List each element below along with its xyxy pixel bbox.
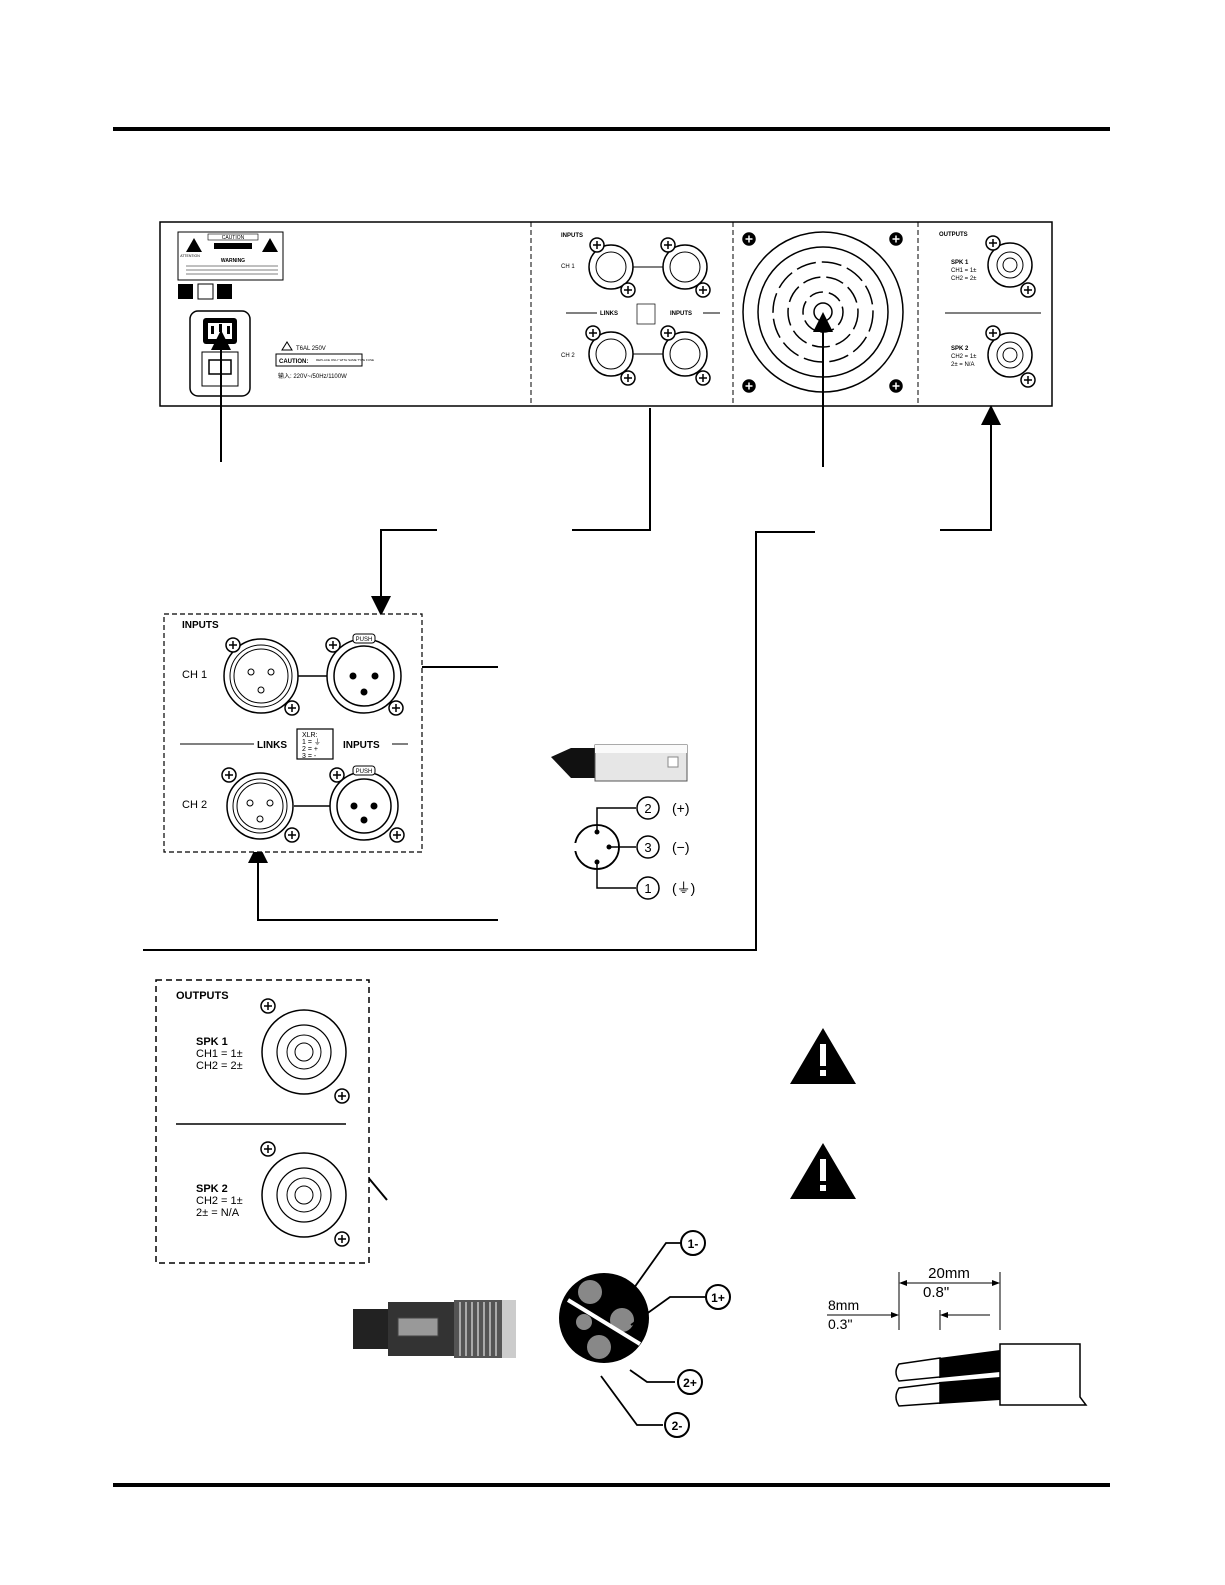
spk2-line1: CH2 = 1± <box>196 1195 243 1207</box>
outputs-heading: OUTPUTS <box>176 990 229 1002</box>
small-ch2-label: CH 2 <box>561 353 575 359</box>
speakon-pin-2-minus: 2- <box>672 1419 683 1433</box>
ch1-input-connector: PUSH <box>325 633 404 716</box>
attention-text: ATTENTION <box>180 254 200 258</box>
warning-label: CAUTION WARNING ATTENTION <box>177 231 284 281</box>
small-spk2-l2: 2± = N/A <box>951 362 974 368</box>
xlr-legend-pin2: 2 = + <box>302 746 318 753</box>
strip-length-mm: 20mm <box>928 1265 970 1282</box>
strip-length-in: 0.8" <box>923 1284 949 1301</box>
small-outputs-label: OUTPUTS <box>939 232 968 238</box>
spk2-line2: 2± = N/A <box>196 1207 240 1219</box>
xlr-legend-pin1: 1 = ⏚ <box>302 738 321 746</box>
spk2-label: SPK 2 <box>196 1183 228 1195</box>
xlr-pin-1-number: 1 <box>644 881 651 896</box>
inputs-detail: INPUTS CH 1 CH 2 PUSH LINKS <box>163 613 423 853</box>
small-links-label: LINKS <box>600 311 618 317</box>
ch2-label: CH 2 <box>182 799 207 811</box>
top-rule <box>113 127 1110 131</box>
power-rating: 输入: 220V~/50Hz/1100W <box>278 372 347 380</box>
inputs2-label: INPUTS <box>343 740 380 751</box>
small-input-panel: INPUTS CH 1 CH 2 LINKS INPUTS <box>561 233 720 386</box>
xlr-pin-2-number: 2 <box>644 801 651 816</box>
warning-label-text: WARNING <box>221 258 245 264</box>
warning-icon <box>790 1028 856 1084</box>
fuse-caution-text: CAUTION: <box>279 359 308 365</box>
speakon-pinout-diagram: 1- 1+ 2+ 2- <box>559 1230 731 1438</box>
inputs-heading: INPUTS <box>182 620 219 631</box>
outputs-detail: OUTPUTS SPK 1 CH1 = 1± CH2 = 2± SPK 2 CH… <box>155 979 370 1264</box>
links-label: LINKS <box>257 740 287 751</box>
speakon-plug-illustration <box>353 1300 516 1358</box>
ch2-link-connector <box>221 767 300 843</box>
small-inputs-label: INPUTS <box>561 233 583 239</box>
xlr-pin-3-number: 3 <box>644 840 651 855</box>
small-output-panel: OUTPUTS SPK 1 CH1 = 1± CH2 = 2± SPK 2 CH… <box>939 232 1041 388</box>
xlr-pinout-diagram: 2 3 1 (+) (−) (⏚) <box>573 796 695 900</box>
spk1-connector <box>260 998 350 1104</box>
ch1-link-connector <box>223 637 300 716</box>
xlr-legend-pin3: 3 = - <box>302 753 317 760</box>
small-spk1-l1: CH1 = 1± <box>951 268 977 274</box>
leader-lines <box>143 312 1001 1201</box>
ch2-input-connector: PUSH <box>329 765 405 843</box>
xlr-legend-title: XLR: <box>302 732 318 739</box>
speakon-pin-1-minus: 1- <box>688 1237 699 1251</box>
fuse-text: REPLACE ONLY WITH SAME TYPE FUSE <box>316 358 374 362</box>
xlr-pin-2-label: (+) <box>672 800 690 816</box>
small-ch1-label: CH 1 <box>561 264 575 270</box>
wire-strip-diagram: 20mm 0.8" 8mm 0.3" <box>827 1265 1088 1407</box>
ch1-push-label: PUSH <box>356 637 373 643</box>
ch2-push-label: PUSH <box>356 769 373 775</box>
caution-label-text: CAUTION <box>222 235 245 241</box>
small-spk2-label: SPK 2 <box>951 346 969 352</box>
xlr-legend-box: XLR: 1 = ⏚ 2 = + 3 = - <box>296 728 334 760</box>
ch1-label: CH 1 <box>182 669 207 681</box>
fuse-rating: T6AL 250V <box>296 346 326 352</box>
xlr-pin-3-label: (−) <box>672 839 690 855</box>
xlr-plug-illustration <box>551 744 688 782</box>
small-spk2-l1: CH2 = 1± <box>951 354 977 360</box>
core-length-mm: 8mm <box>828 1297 859 1313</box>
xlr-pin-1-label: (⏚) <box>672 880 695 896</box>
spk1-label: SPK 1 <box>196 1036 228 1048</box>
bottom-rule <box>113 1483 1110 1487</box>
rear-panel: CAUTION WARNING ATTENTION T6 <box>159 221 1053 407</box>
fuse-label: T6AL 250V CAUTION: REPLACE ONLY WITH SAM… <box>275 341 374 380</box>
small-spk1-l2: CH2 = 2± <box>951 276 977 282</box>
speakon-pin-1-plus: 1+ <box>711 1291 725 1305</box>
speakon-pin-2-plus: 2+ <box>683 1376 697 1390</box>
spk2-connector <box>260 1141 350 1247</box>
warning-icon <box>790 1143 856 1199</box>
small-spk1-label: SPK 1 <box>951 260 969 266</box>
spk1-line2: CH2 = 2± <box>196 1060 243 1072</box>
core-length-in: 0.3" <box>828 1316 852 1332</box>
small-inputs2-label: INPUTS <box>670 311 692 317</box>
cert-icons <box>178 283 232 300</box>
spk1-line1: CH1 = 1± <box>196 1048 243 1060</box>
